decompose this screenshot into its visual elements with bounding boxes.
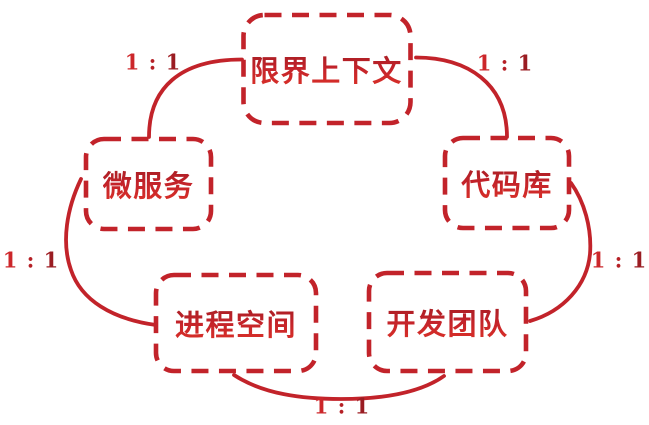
box-border-bounded-context: [241, 12, 413, 126]
edge-label-process-space-dev-team: 1 : 1: [313, 393, 371, 419]
edge-code-repository-dev-team: [528, 181, 593, 323]
box-border-microservice: [83, 136, 214, 232]
node-dev-team: 开发团队: [369, 273, 526, 371]
edge-bounded-context-code-repository: [414, 55, 509, 139]
node-process-space-label: 进程空间: [175, 302, 297, 344]
box-border-dev-team: [366, 270, 529, 374]
edge-process-space-dev-team: [232, 373, 446, 401]
edge-label-code-repository-dev-team: 1 : 1: [590, 247, 648, 273]
node-microservice: 微服务: [86, 139, 211, 229]
node-dev-team-label: 开发团队: [386, 301, 508, 343]
box-border-process-space: [153, 272, 319, 374]
edge-label-microservice-process-space: 1 : 1: [2, 247, 60, 273]
node-microservice-label: 微服务: [103, 163, 195, 205]
node-code-repository: 代码库: [445, 138, 569, 228]
edge-label-bounded-context-code-repository: 1 : 1: [476, 50, 534, 76]
node-bounded-context: 限界上下文: [243, 15, 410, 123]
node-code-repository-label: 代码库: [461, 162, 553, 204]
edge-microservice-process-space: [64, 177, 158, 327]
edge-microservice-bounded-context: [147, 57, 244, 139]
node-bounded-context-label: 限界上下文: [250, 48, 403, 90]
edge-label-microservice-bounded-context: 1 : 1: [124, 49, 182, 75]
node-process-space: 进程空间: [156, 275, 316, 371]
